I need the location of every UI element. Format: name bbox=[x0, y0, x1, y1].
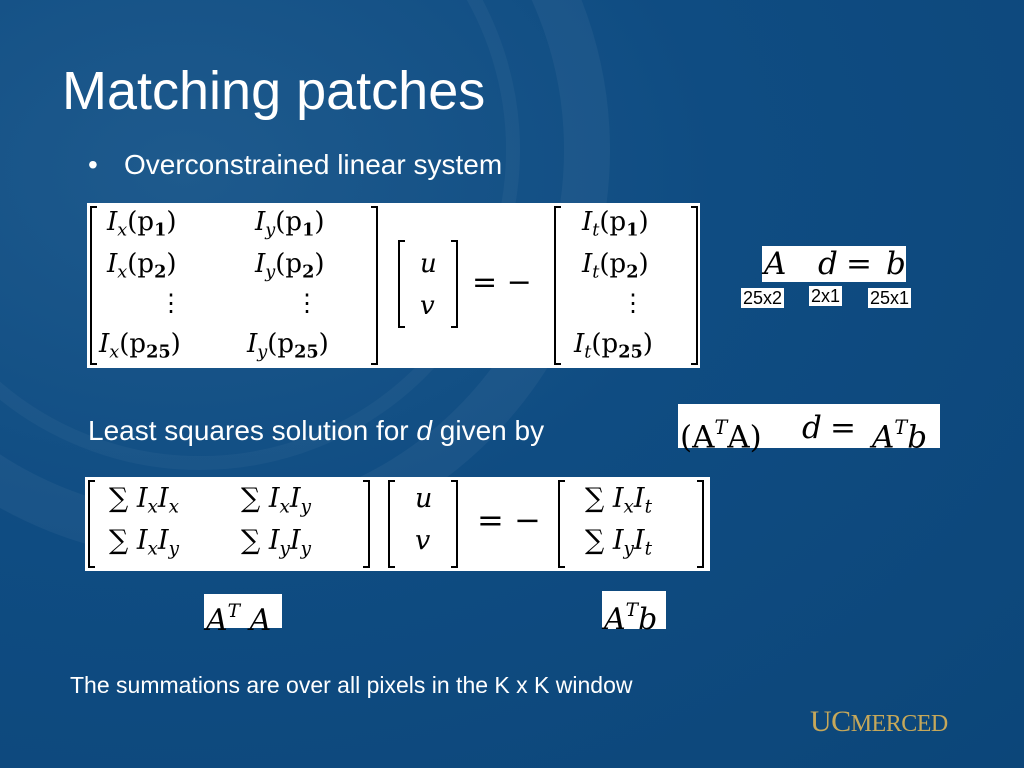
equation-2-brackets bbox=[88, 480, 704, 568]
eq1-dots-col-1: ⋮ bbox=[159, 289, 183, 317]
eq2-r2c1: ∑ IxIy bbox=[109, 525, 179, 560]
eq2-vector-u: u bbox=[415, 483, 433, 514]
eq1-equals-minus: = − bbox=[472, 265, 532, 300]
bullet-dot-icon: • bbox=[88, 149, 98, 180]
eq1-dots-col-2: ⋮ bbox=[295, 289, 319, 317]
equation-brackets bbox=[90, 206, 698, 365]
eq2-r1c2: ∑ IxIy bbox=[241, 483, 311, 518]
eq1-vector-v: v bbox=[420, 291, 435, 321]
eq1-row-2-col-2: Iy(p2) bbox=[255, 249, 325, 283]
eq1-dots-rhs: ⋮ bbox=[621, 289, 645, 317]
eq1-row-1: Ix(p1) bbox=[107, 207, 177, 241]
normal-matrix-equation: ∑ IxIx ∑ IxIy ∑ IxIy ∑ IyIy u v = − ∑ Ix… bbox=[85, 477, 710, 571]
bullet-item: • Overconstrained linear system bbox=[88, 148, 502, 182]
eq1-vector-u: u bbox=[420, 249, 437, 279]
overconstrained-equation: Ix(p1) Iy(p1) It(p1) Ix(p2) Iy(p2) It(p2… bbox=[87, 203, 700, 368]
eq1-row-1-col-2: Iy(p1) bbox=[255, 207, 325, 241]
normal-equation: (ATA) d = ATb bbox=[678, 404, 940, 455]
dim-label-a: 25x2 bbox=[741, 288, 785, 308]
dim-label-d: 2x1 bbox=[809, 286, 843, 306]
dim-label-b: 25x1 bbox=[868, 288, 912, 308]
slide-title: Matching patches bbox=[62, 61, 486, 121]
atb-label: ATb bbox=[602, 591, 666, 637]
bullet-text: Overconstrained linear system bbox=[124, 149, 503, 180]
eq2-r1c1: ∑ IxIx bbox=[109, 483, 179, 518]
eq2-r2c2: ∑ IyIy bbox=[241, 525, 311, 560]
ata-label: AT A bbox=[204, 594, 282, 638]
eq2-rhs-1: ∑ IxIt bbox=[585, 483, 652, 518]
eq2-equals-minus: = − bbox=[477, 501, 541, 539]
eq1-rhs-row-25: It(p25) bbox=[574, 329, 653, 363]
eq1-row-2: Ix(p2) bbox=[107, 249, 177, 283]
adb-equation: A d = b bbox=[762, 246, 906, 282]
eq2-rhs-2: ∑ IyIt bbox=[585, 525, 652, 560]
least-squares-text: Least squares solution for d given by bbox=[88, 415, 545, 446]
eq1-row-25: Ix(p25) bbox=[99, 329, 181, 363]
eq2-vector-v: v bbox=[415, 525, 431, 556]
eq1-rhs-row-2: It(p2) bbox=[582, 249, 649, 283]
eq1-row-25-col-2: Iy(p25) bbox=[247, 329, 329, 363]
eq1-rhs-row-1: It(p1) bbox=[582, 207, 649, 241]
footer-note: The summations are over all pixels in th… bbox=[70, 672, 633, 698]
ucmerced-logo: UCMERCED bbox=[810, 705, 948, 738]
